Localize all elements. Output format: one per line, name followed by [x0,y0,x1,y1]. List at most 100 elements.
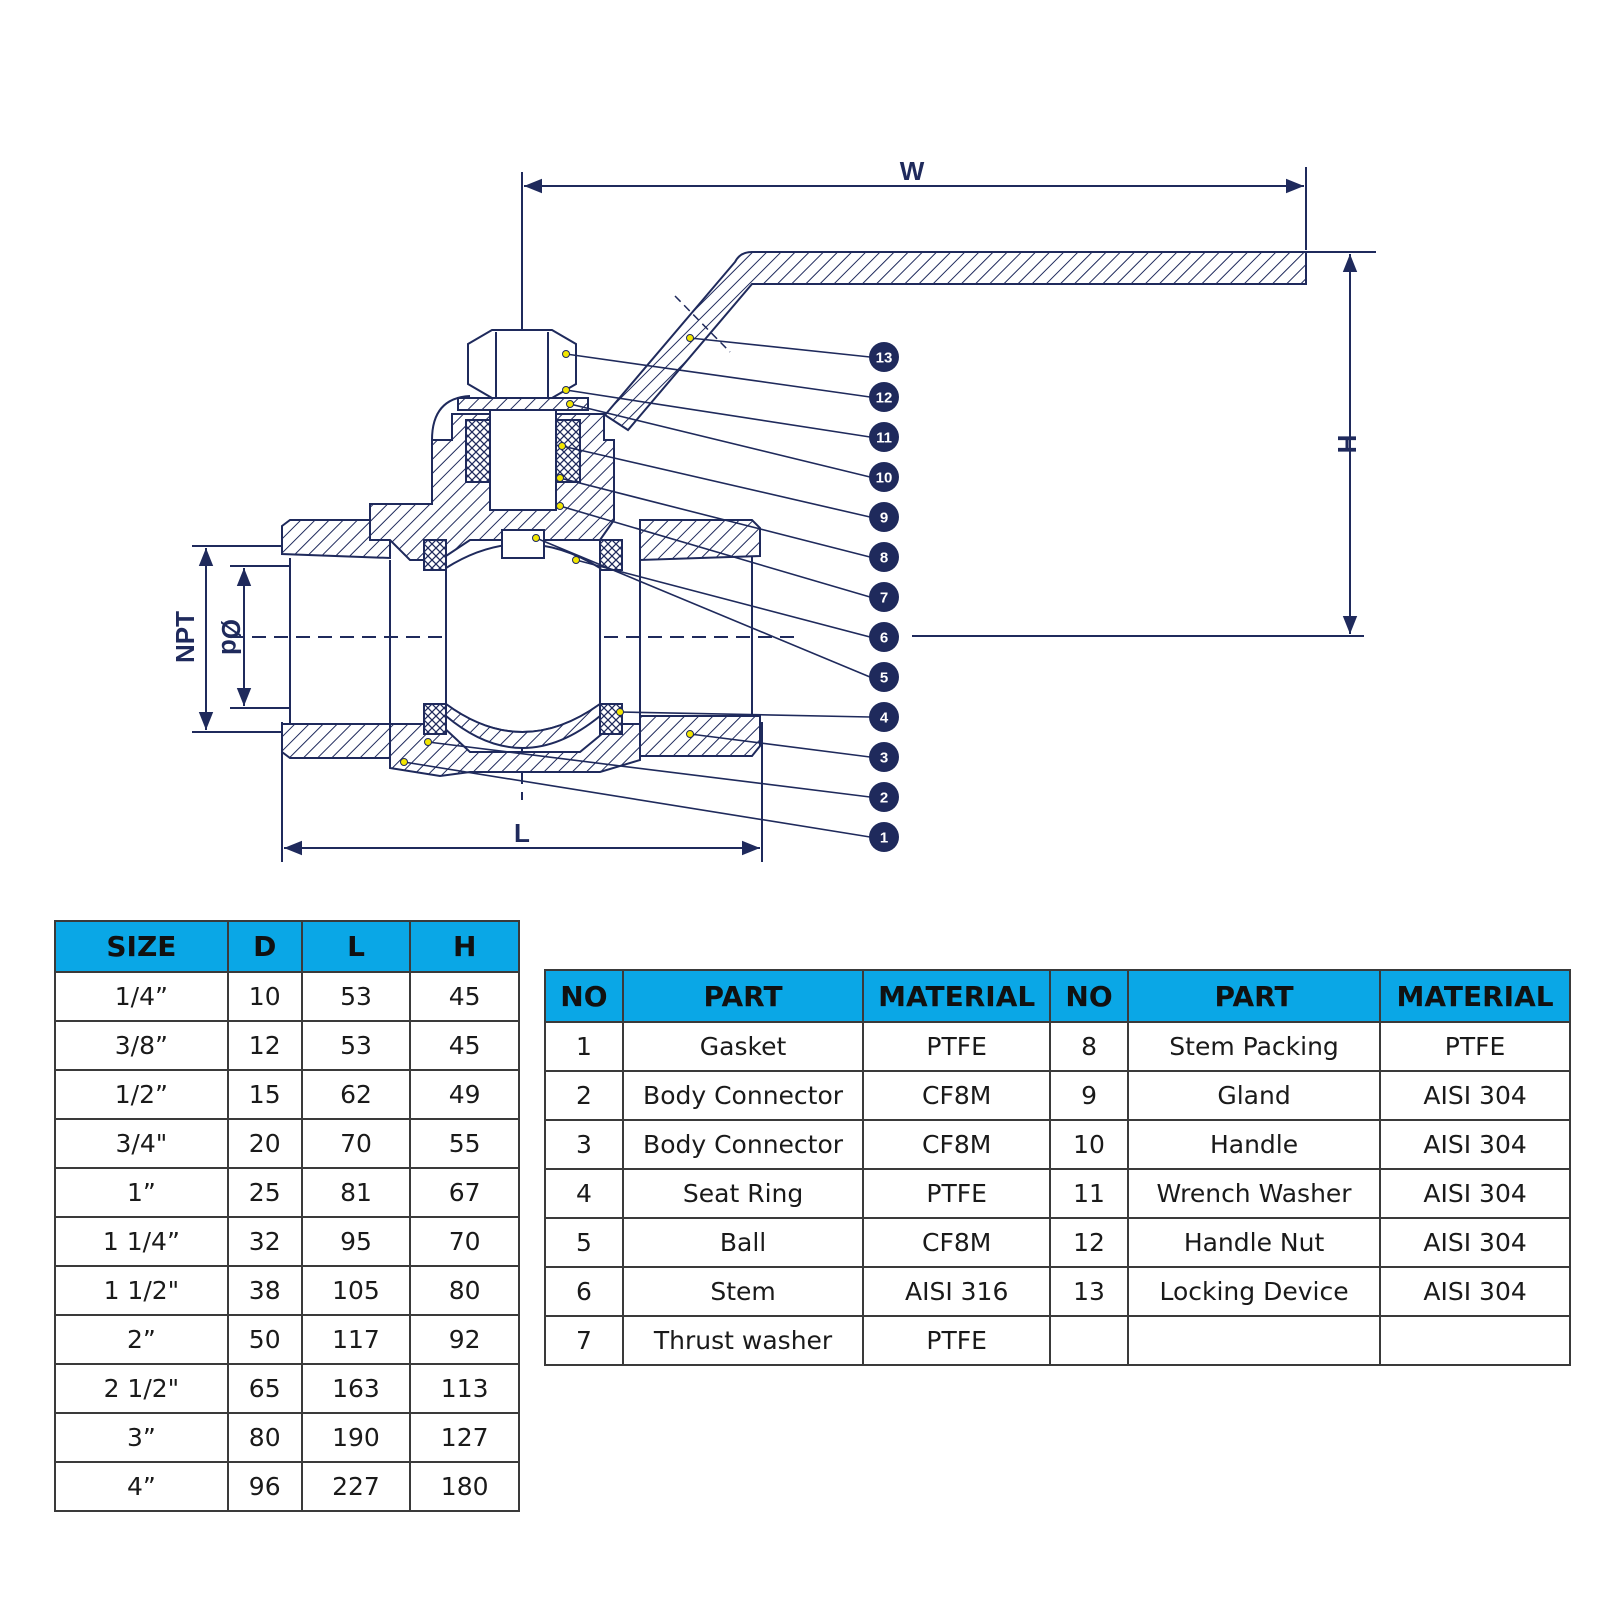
parts-table-cell: 10 [1049,1119,1129,1170]
leader-line-6 [575,559,871,638]
leader-dot-1 [400,758,408,766]
parts-table-header-no-3: NO [1049,969,1129,1023]
size-table-cell: 70 [409,1216,520,1267]
size-table-cell: 62 [300,1069,412,1120]
callout-badge-2 [869,782,899,812]
size-table-cell: 32 [226,1216,303,1267]
leader-dot-7 [556,502,564,510]
size-table-cell: 12 [226,1020,303,1071]
size-table-cell: 45 [409,971,520,1022]
size-table-cell: 3/4" [54,1118,229,1169]
size-table-cell: 3/8” [54,1020,229,1071]
leader-dot-10 [566,400,574,408]
leader-dot-11 [562,386,570,394]
callout-badge-12 [869,382,899,412]
size-table-cell: 38 [226,1265,303,1316]
size-table-header-h-3: H [409,920,520,973]
parts-table-cell: PTFE [1379,1021,1571,1072]
parts-table-cell [1049,1315,1129,1366]
leader-dot-4 [616,708,624,716]
size-table-cell: 20 [226,1118,303,1169]
parts-table-cell: Stem Packing [1126,1021,1382,1072]
npt-dimension-label: NPT [170,611,200,663]
size-table-cell: 53 [300,1020,412,1071]
l-dimension-label: L [514,818,530,848]
leader-line-3 [689,733,871,758]
leader-line-2 [427,741,871,798]
parts-table-cell: AISI 304 [1379,1217,1571,1268]
callout-number-2: 2 [880,790,888,807]
callout-number-12: 12 [876,390,893,407]
callout-badge-1 [869,822,899,852]
size-table-header-l-2: L [300,920,412,973]
size-table-cell: 105 [300,1265,412,1316]
parts-table-cell: 1 [544,1021,624,1072]
parts-table-cell: 7 [544,1315,624,1366]
callout-badge-4 [869,702,899,732]
callout-number-7: 7 [880,590,888,607]
size-table-header-size-0: SIZE [54,920,229,973]
parts-table-cell: 12 [1049,1217,1129,1268]
parts-table-cell: 2 [544,1070,624,1121]
handle-lever [603,251,1307,432]
parts-table-cell: 5 [544,1217,624,1268]
parts-table-cell: Stem [621,1266,865,1317]
leader-dot-12 [562,350,570,358]
parts-table-cell: CF8M [862,1070,1052,1121]
callout-number-10: 10 [876,470,893,487]
parts-table-cell: CF8M [862,1119,1052,1170]
leader-line-5 [535,537,871,678]
parts-table-cell: PTFE [862,1168,1052,1219]
leader-line-8 [559,477,871,558]
leader-line-12 [565,353,871,398]
callout-badge-6 [869,622,899,652]
size-table-cell: 2” [54,1314,229,1365]
parts-table-cell: AISI 304 [1379,1266,1571,1317]
size-table-cell: 45 [409,1020,520,1071]
size-table-cell: 117 [300,1314,412,1365]
parts-table-cell: Body Connector [621,1119,865,1170]
size-table-cell: 70 [300,1118,412,1169]
parts-table-cell: 8 [1049,1021,1129,1072]
parts-table-cell: 13 [1049,1266,1129,1317]
leader-dot-2 [424,738,432,746]
parts-table-cell: 6 [544,1266,624,1317]
valve-body [281,329,761,778]
size-table-cell: 50 [226,1314,303,1365]
parts-table-header-material-5: MATERIAL [1379,969,1571,1023]
callout-number-13: 13 [876,350,893,367]
leader-line-9 [561,445,871,518]
parts-table-header-material-2: MATERIAL [862,969,1052,1023]
size-table-cell: 95 [300,1216,412,1267]
parts-table-cell: PTFE [862,1021,1052,1072]
parts-table-cell: 9 [1049,1070,1129,1121]
parts-table-cell: 4 [544,1168,624,1219]
parts-table-cell [1379,1315,1571,1366]
callout-badge-9 [869,502,899,532]
size-table-cell: 1” [54,1167,229,1218]
callout-number-3: 3 [880,750,888,767]
parts-table-cell: 11 [1049,1168,1129,1219]
parts-table-cell: AISI 304 [1379,1168,1571,1219]
callout-number-11: 11 [876,430,892,447]
parts-table-cell [1126,1315,1382,1366]
size-table-cell: 2 1/2" [54,1363,229,1414]
size-table-cell: 80 [226,1412,303,1463]
callout-badge-3 [869,742,899,772]
size-table-cell: 4” [54,1461,229,1512]
parts-table-cell: AISI 304 [1379,1070,1571,1121]
callout-number-4: 4 [880,710,889,727]
parts-table-cell: 3 [544,1119,624,1170]
